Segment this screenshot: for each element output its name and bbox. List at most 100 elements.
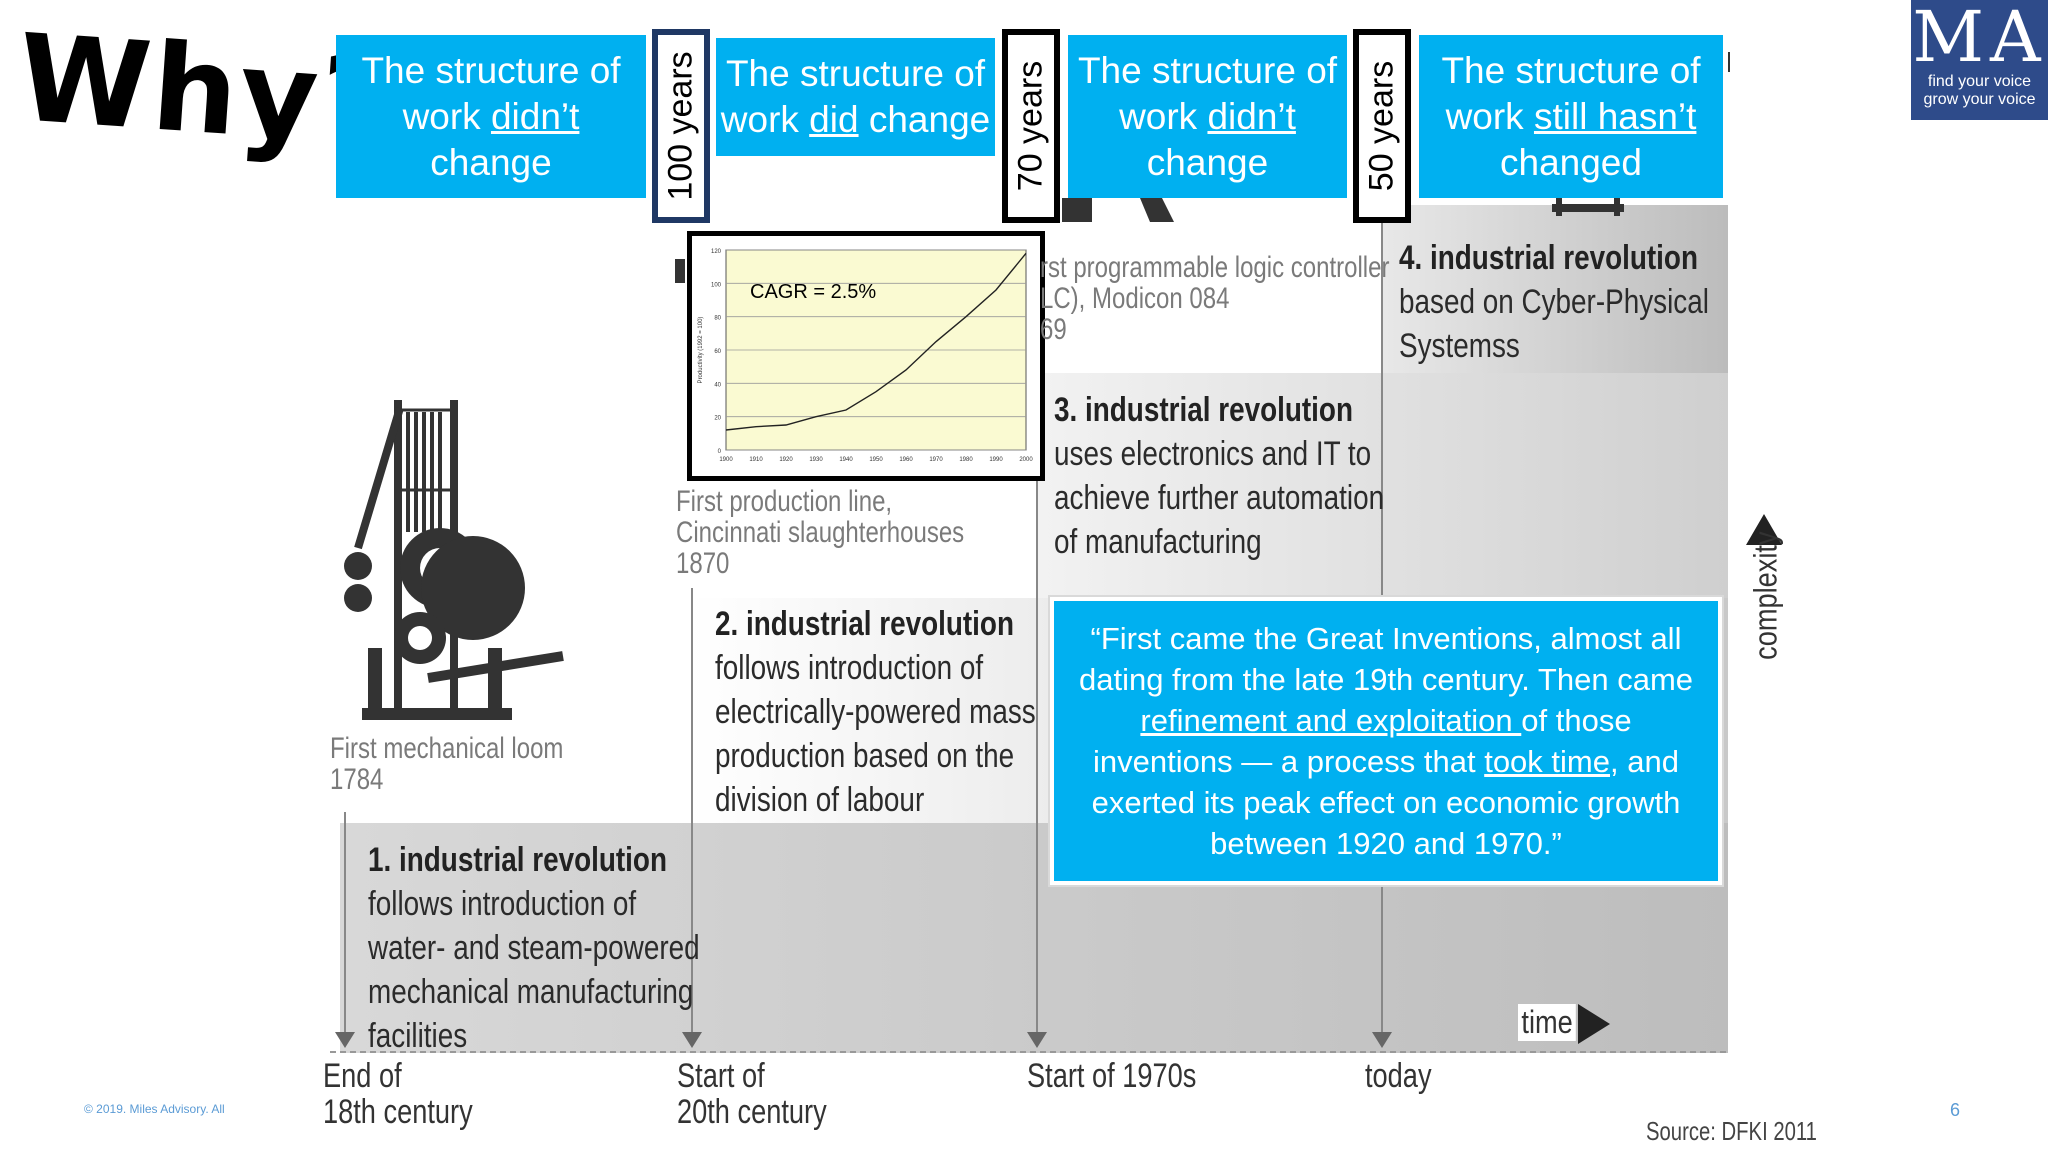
- interval-box-100-years: 100 years: [652, 29, 710, 223]
- tick-2-line1: Start of: [677, 1057, 765, 1095]
- header-4-emph: still hasn’t: [1533, 95, 1697, 137]
- revolution-4-line1: based on Cyber-Physical: [1399, 283, 1709, 321]
- logo-line2: grow your voice: [1923, 91, 2036, 108]
- quote-line3-emph: refinement and exploitation: [1140, 703, 1522, 738]
- revolution-2-line2: electrically-powered mass: [715, 693, 1036, 731]
- tick-1-line1: End of: [323, 1057, 402, 1095]
- timeline-arrowhead-2: [682, 1032, 702, 1048]
- timeline-arrowhead-4: [1372, 1032, 1392, 1048]
- revolution-4-line2: Systemss: [1399, 327, 1520, 365]
- plc-caption: rst programmable logic controller LC), M…: [1040, 252, 1389, 345]
- revolution-1-line4: facilities: [368, 1017, 468, 1055]
- chart-series-line: [725, 252, 1027, 431]
- chart-xtick-label: 1930: [809, 457, 823, 463]
- production-line-caption-line1: First production line,: [676, 485, 893, 518]
- chart-xtick-label: 1960: [899, 457, 913, 463]
- production-line-caption-line2: Cincinnati slaughterhouses: [676, 516, 965, 549]
- revolution-2-line3: production based on the: [715, 737, 1015, 775]
- logo-mark: MA: [1912, 0, 2047, 78]
- plc-caption-line1: rst programmable logic controller: [1040, 251, 1390, 284]
- time-label: time: [1518, 1004, 1577, 1041]
- logo-line1: find your voice: [1927, 73, 2032, 90]
- timeline-arrowhead-1: [335, 1032, 355, 1048]
- revolution-1-line2: water- and steam-powered: [368, 929, 700, 967]
- revolution-1-line3: mechanical manufacturing: [368, 973, 694, 1011]
- header-2-mid-post: change: [858, 99, 991, 140]
- loom-caption: First mechanical loom 1784: [330, 733, 563, 795]
- quote-line4a: inventions — a process that: [1093, 744, 1485, 779]
- hidden-illustration-4: [1552, 198, 1624, 216]
- quote-line5: exerted its peak effect on economic grow…: [1091, 785, 1681, 820]
- header-1-work: work: [402, 95, 491, 137]
- chart-xtick-label: 1970: [929, 457, 943, 463]
- revolution-1-title: 1. industrial revolution: [368, 841, 667, 879]
- loom-caption-line1: First mechanical loom: [330, 732, 564, 765]
- revolution-4-title: 4. industrial revolution: [1399, 239, 1698, 277]
- header-2-work: work: [720, 99, 810, 140]
- production-line-caption: First production line, Cincinnati slaugh…: [676, 486, 964, 579]
- tick-3-line1: Start of 1970s: [1027, 1057, 1197, 1095]
- interval-50-years: 50 years: [1362, 60, 1401, 192]
- interval-100-years: 100 years: [661, 51, 700, 201]
- quote-line1: “First came the Great Inventions, almost…: [1090, 621, 1682, 656]
- chart-xtick-label: 1950: [869, 457, 883, 463]
- tick-1-line2: 18th century: [323, 1093, 473, 1131]
- quote-line4b: , and: [1609, 744, 1679, 779]
- header-1-line3: change: [430, 141, 552, 183]
- header-3-emph: didn’t: [1207, 95, 1296, 137]
- chart-xtick-label: 1940: [839, 457, 853, 463]
- chart-ytick-label: 80: [714, 316, 721, 322]
- interval-box-70-years: 70 years: [1002, 29, 1060, 223]
- chart-xtick-label: 1900: [719, 457, 733, 463]
- company-logo: MA find your voice grow your voice: [1911, 0, 2048, 120]
- revolution-1: 1. industrial revolution follows introdu…: [368, 838, 700, 1058]
- header-2-line1: The structure of: [725, 53, 986, 94]
- time-arrow-icon: [1578, 1004, 1610, 1044]
- revolution-3: 3. industrial revolution uses electronic…: [1054, 388, 1384, 564]
- revolution-3-line3: of manufacturing: [1054, 523, 1262, 561]
- plc-caption-year: 69: [1040, 313, 1067, 346]
- interval-70-years: 70 years: [1011, 60, 1050, 192]
- revolution-2-line4: division of labour: [715, 781, 925, 819]
- loom-caption-year: 1784: [330, 763, 384, 796]
- header-4-line1: The structure of: [1441, 49, 1701, 91]
- revolution-3-line1: uses electronics and IT to: [1054, 435, 1372, 473]
- quote-line6: between 1920 and 1970.”: [1210, 826, 1562, 861]
- source-text: Source: DFKI 2011: [1646, 1116, 1817, 1146]
- quote-box: “First came the Great Inventions, almost…: [1050, 597, 1722, 885]
- chart-xtick-label: 1920: [779, 457, 793, 463]
- page-number: 6: [1950, 1100, 1961, 1120]
- tick-end-18th-century: End of 18th century: [323, 1058, 473, 1130]
- production-line-caption-year: 1870: [676, 547, 730, 580]
- quote-line4-emph: took time: [1484, 744, 1610, 779]
- header-box-2: The structure of work did change: [716, 38, 995, 156]
- chart-xtick-label: 1910: [749, 457, 763, 463]
- interval-box-50-years: 50 years: [1353, 29, 1411, 223]
- plc-caption-line2: LC), Modicon 084: [1040, 282, 1230, 315]
- header-1-line1: The structure of: [361, 49, 621, 91]
- chart-xtick-label: 2000: [1019, 457, 1033, 463]
- header-4-line3: changed: [1500, 141, 1642, 183]
- copyright-text: © 2019. Miles Advisory. All: [84, 1102, 225, 1116]
- tick-start-20th-century: Start of 20th century: [677, 1058, 827, 1130]
- chart-xtick-label: 1980: [959, 457, 973, 463]
- header-2-emph: did: [809, 99, 859, 140]
- tick-today: today: [1365, 1058, 1432, 1094]
- chart-annotation-cagr: CAGR = 2.5%: [750, 281, 876, 303]
- header-4-cursor: [1728, 52, 1730, 72]
- complexity-label: complexity: [1747, 531, 1784, 660]
- complexity-arrow-icon: [1746, 514, 1782, 545]
- chart-ytick-label: 60: [714, 349, 721, 355]
- chart-ytick-label: 120: [711, 249, 722, 255]
- quote-line3: of those: [1521, 703, 1632, 738]
- header-4-work: work: [1445, 95, 1534, 137]
- header-1-emph: didn’t: [490, 95, 580, 137]
- mechanical-loom-icon: [344, 400, 564, 720]
- revolution-2-title: 2. industrial revolution: [715, 605, 1014, 643]
- band-4: [1383, 205, 1728, 373]
- revolution-1-line1: follows introduction of: [368, 885, 637, 923]
- header-3-work: work: [1119, 95, 1208, 137]
- revolution-3-title: 3. industrial revolution: [1054, 391, 1353, 429]
